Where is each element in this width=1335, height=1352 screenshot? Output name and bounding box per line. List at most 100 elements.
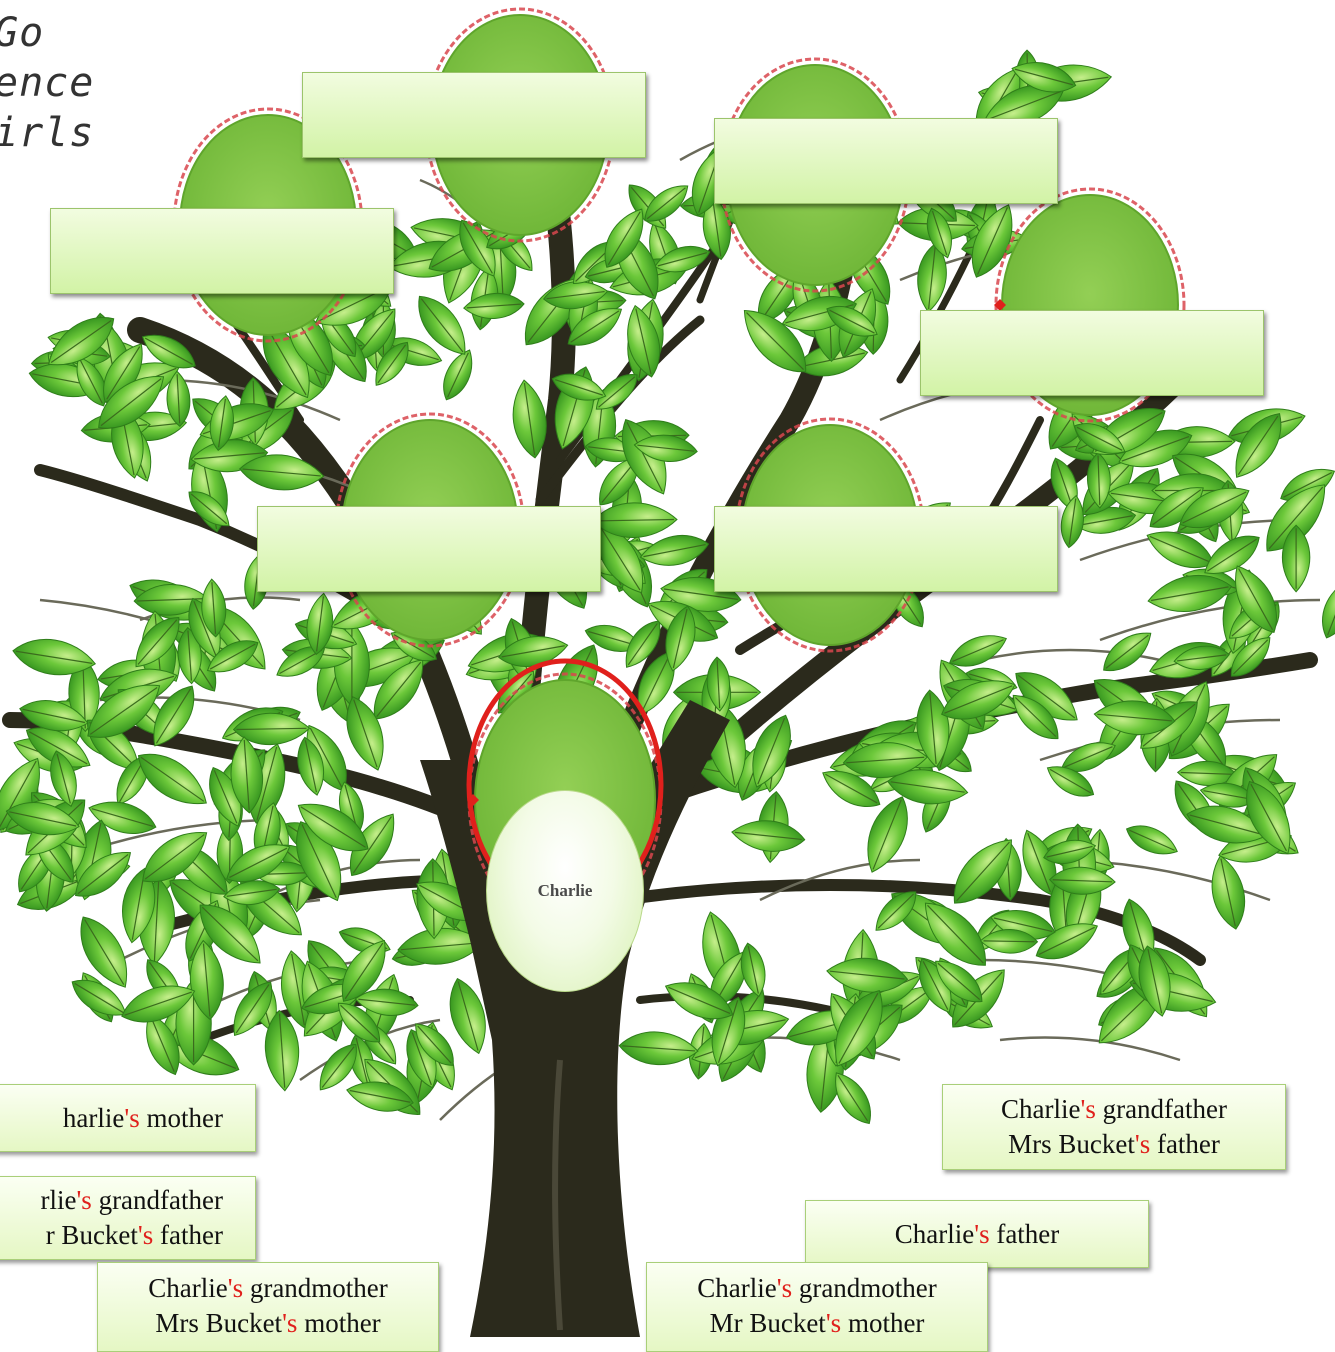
twig — [999, 1036, 1181, 1062]
leaf — [618, 1031, 699, 1066]
leaf — [349, 813, 395, 877]
leaf — [1230, 637, 1271, 677]
leaf — [644, 185, 689, 222]
leaf-vein — [355, 1037, 369, 1085]
leaf-vein — [309, 727, 343, 789]
leaf-vein — [400, 942, 481, 951]
leaf — [1246, 780, 1291, 855]
name-box-far-right[interactable] — [920, 310, 1264, 396]
leaf — [206, 640, 259, 673]
leaf — [189, 939, 224, 1021]
leaf — [48, 317, 115, 366]
leaf — [415, 1023, 454, 1066]
leaf — [1147, 574, 1233, 613]
leaf-vein — [1014, 68, 1073, 86]
leaf — [346, 696, 384, 771]
leaf — [953, 839, 1012, 904]
leaf — [397, 927, 485, 965]
possessive-mark: 's — [974, 1218, 990, 1249]
leaf-vein — [1068, 498, 1077, 545]
leaf-vein — [213, 770, 238, 824]
charlie-name: Charlie — [537, 881, 593, 900]
leaf — [924, 902, 986, 966]
leaf-vein — [1180, 771, 1234, 775]
leaf-vein — [279, 649, 323, 675]
leaf — [142, 832, 208, 883]
leaf — [80, 916, 127, 988]
leaf-vein — [79, 359, 103, 404]
leaf-vein — [1220, 858, 1236, 927]
label-text: harlie — [62, 1102, 125, 1133]
leaf-vein — [622, 1045, 695, 1052]
leaf — [264, 1009, 300, 1092]
leaf-vein — [0, 760, 37, 828]
leaf-vein — [243, 739, 250, 810]
name-box-top-right[interactable] — [714, 118, 1058, 204]
corner-caption: Go ence irls — [0, 8, 94, 158]
name-box-mid-right[interactable] — [714, 506, 1058, 592]
leaf — [664, 982, 734, 1020]
leaf-vein — [1203, 790, 1253, 800]
leaf-vein — [641, 654, 671, 713]
leaf — [276, 646, 326, 677]
leaf — [296, 821, 342, 902]
leaf — [1266, 484, 1326, 552]
charlie-oval: Charlie — [486, 790, 644, 992]
leaf — [226, 844, 291, 883]
leaf-vein — [358, 998, 416, 1006]
label-line: Mr Bucket's mother — [647, 1306, 987, 1341]
leaf-vein — [229, 847, 288, 878]
name-box-top-center[interactable] — [302, 72, 646, 158]
label-text: mother — [841, 1308, 925, 1338]
leaf — [463, 292, 525, 319]
leaf-vein — [50, 319, 112, 364]
leaf-vein — [457, 981, 479, 1051]
leaf-vein — [266, 327, 307, 396]
leaf-vein — [712, 198, 722, 257]
leaf — [1035, 923, 1098, 960]
leaf — [122, 867, 156, 944]
leaf — [654, 245, 711, 273]
leaf — [842, 742, 929, 779]
leaf-vein — [838, 992, 879, 1064]
leaf-vein — [194, 452, 265, 460]
leaf-vein — [150, 1016, 175, 1072]
leaf-vein — [829, 309, 875, 334]
possessive-mark: 's — [76, 1185, 92, 1215]
leaf-vein — [501, 645, 565, 658]
leaf-vein — [202, 943, 211, 1017]
leaf — [1235, 565, 1277, 633]
leaf — [1138, 945, 1171, 1017]
leaf-vein — [236, 727, 307, 731]
label-card-mother[interactable]: harlie's mother — [0, 1084, 256, 1152]
leaf-vein — [663, 588, 738, 600]
leaf-vein — [1064, 746, 1113, 768]
leaf-vein — [344, 942, 384, 1000]
leaf — [542, 281, 609, 310]
label-line: Charlie's grandmother — [98, 1271, 438, 1306]
name-box-top-left[interactable] — [50, 208, 394, 294]
possessive-mark: 's — [825, 1308, 842, 1338]
leaf-vein — [144, 834, 205, 880]
leaf-vein — [1121, 436, 1190, 462]
leaf — [230, 736, 263, 814]
leaf — [621, 419, 667, 495]
label-card-father[interactable]: Charlie's father — [805, 1200, 1149, 1268]
leaf — [826, 957, 909, 993]
leaf-vein — [846, 756, 925, 764]
leaf-vein — [986, 90, 1061, 121]
leaf — [103, 343, 143, 403]
leaf — [926, 207, 952, 259]
leaf-vein — [411, 1032, 432, 1086]
leaf-vein — [91, 808, 154, 827]
leaf-vein — [349, 1089, 411, 1103]
leaf — [5, 802, 80, 836]
name-box-mid-left[interactable] — [257, 506, 601, 592]
leaf — [223, 880, 281, 905]
frame-ring — [994, 187, 1186, 423]
leaf — [706, 656, 731, 712]
